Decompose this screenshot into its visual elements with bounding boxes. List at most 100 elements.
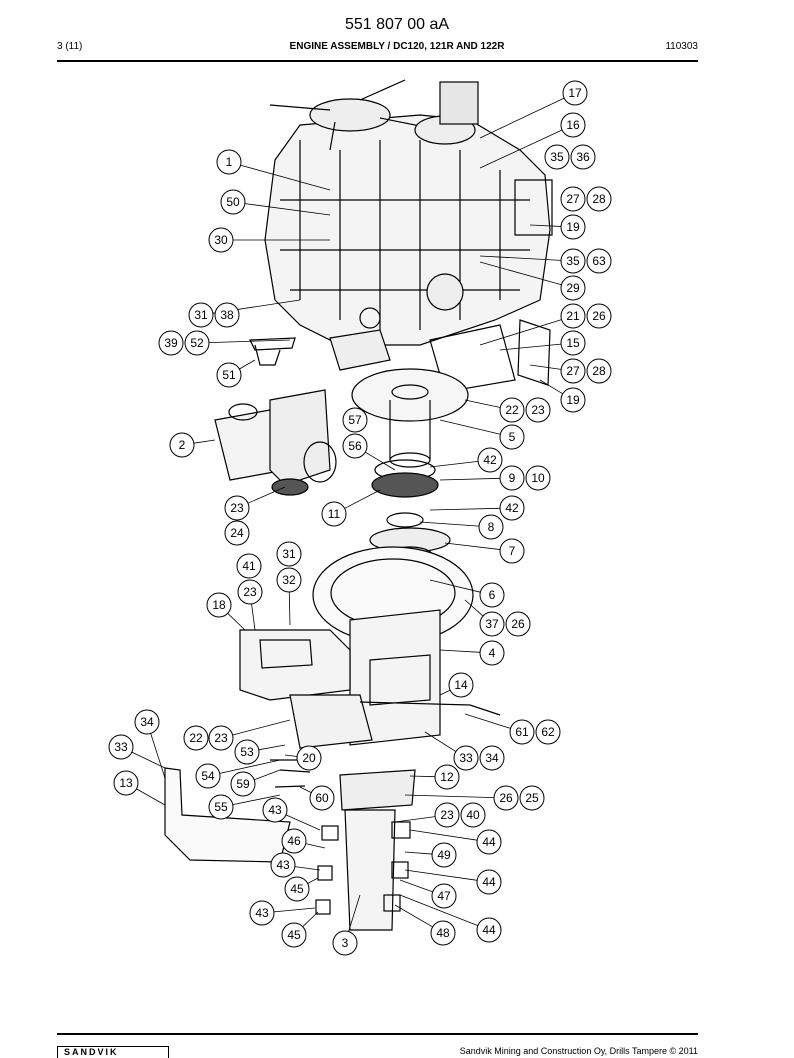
callout-number: 34: [485, 751, 499, 765]
callout-circle: [499, 424, 525, 450]
callout-number: 31: [194, 308, 208, 322]
callout-circle: [284, 876, 310, 902]
callout-number: 26: [499, 791, 513, 805]
leader-line: [240, 164, 331, 191]
callout-number: 16: [566, 118, 580, 132]
callout-number: 53: [240, 745, 254, 759]
callout-circle: [430, 920, 456, 946]
callout-circle: [586, 248, 612, 274]
callout-circle: [519, 785, 545, 811]
callout-number: 20: [302, 751, 316, 765]
callout-number: 23: [230, 501, 244, 515]
callout-number: 48: [436, 926, 450, 940]
callout-circle: [460, 802, 486, 828]
callout-number: 3: [342, 936, 349, 950]
callout-circle: [560, 303, 586, 329]
callout-circle: [113, 770, 139, 796]
callout-number: 29: [566, 281, 580, 295]
leader-line: [302, 911, 319, 927]
copyright: Sandvik Mining and Construction Oy, Dril…: [459, 1046, 698, 1056]
leader-line: [344, 489, 381, 509]
callout-number: 56: [348, 439, 362, 453]
callout-circle: [230, 771, 256, 797]
callout-number: 28: [592, 364, 606, 378]
callout-circle: [249, 900, 275, 926]
engine-drawing: [164, 79, 553, 931]
leader-line: [439, 689, 451, 696]
callout-circle: [332, 930, 358, 956]
callout-number: 42: [505, 501, 519, 515]
callout-number: 46: [287, 834, 301, 848]
callout-number: 11: [328, 507, 341, 521]
leader-line: [464, 713, 511, 729]
callout-circle: [560, 248, 586, 274]
leader-lines: [131, 97, 565, 932]
leader-line: [439, 649, 481, 653]
callout-number: 61: [515, 725, 529, 739]
callout-circle: [214, 302, 240, 328]
leader-line: [251, 603, 256, 631]
leader-line: [244, 203, 331, 216]
page-title: ENGINE ASSEMBLY / DC120, 121R AND 122R: [289, 41, 505, 52]
callout-number: 32: [282, 573, 296, 587]
callout-circle: [158, 330, 184, 356]
callout-number: 14: [454, 678, 468, 692]
callout-number: 43: [255, 906, 269, 920]
leader-line: [208, 339, 291, 344]
callout-circle: [476, 869, 502, 895]
callout-circle: [296, 745, 322, 771]
callout-number: 18: [212, 598, 226, 612]
callout-number: 33: [114, 740, 128, 754]
callout-number: 8: [488, 520, 495, 534]
callout-number: 43: [276, 858, 290, 872]
brand-logo-text: SANDVIK: [64, 1047, 119, 1057]
callout-circle: [586, 358, 612, 384]
callout-circle: [431, 883, 457, 909]
callout-number: 22: [505, 403, 519, 417]
leader-line: [288, 591, 291, 626]
callout-circle: [169, 432, 195, 458]
leader-line: [232, 794, 281, 806]
callout-number: 19: [566, 220, 580, 234]
leader-line: [439, 419, 501, 435]
callout-number: 33: [459, 751, 473, 765]
leader-line: [150, 733, 166, 779]
callout-circle: [216, 149, 242, 175]
leader-line: [479, 97, 565, 139]
callout-circle: [453, 745, 479, 771]
callout-number: 51: [222, 368, 236, 382]
callout-circle: [509, 719, 535, 745]
leader-line: [404, 851, 433, 855]
callout-number: 44: [482, 875, 496, 889]
callout-number: 36: [576, 150, 590, 164]
callout-circle: [342, 433, 368, 459]
callout-number: 62: [541, 725, 555, 739]
callout-circle: [262, 797, 288, 823]
leader-line: [399, 879, 433, 893]
document-number: 551 807 00 aA: [344, 16, 450, 33]
leader-line: [136, 788, 166, 806]
callout-number: 15: [566, 336, 580, 350]
callout-number: 30: [214, 233, 228, 247]
callout-number: 35: [566, 254, 580, 268]
callout-number: 39: [164, 336, 178, 350]
callout-number: 10: [531, 471, 545, 485]
callout-circle: [525, 397, 551, 423]
leader-line: [529, 364, 562, 370]
callout-number: 40: [466, 808, 480, 822]
callout-circle: [479, 640, 505, 666]
leader-line: [429, 579, 481, 593]
callout-number: 47: [437, 889, 451, 903]
callout-number: 7: [509, 544, 516, 558]
leader-line: [247, 486, 286, 504]
leader-line: [409, 775, 436, 778]
callout-number: 31: [282, 547, 296, 561]
callout-number: 26: [511, 617, 525, 631]
callout-number: 44: [482, 835, 496, 849]
callout-circle: [499, 397, 525, 423]
callout-circle: [560, 186, 586, 212]
callout-circle: [499, 538, 525, 564]
leader-line: [307, 877, 319, 884]
callout-circle: [493, 785, 519, 811]
